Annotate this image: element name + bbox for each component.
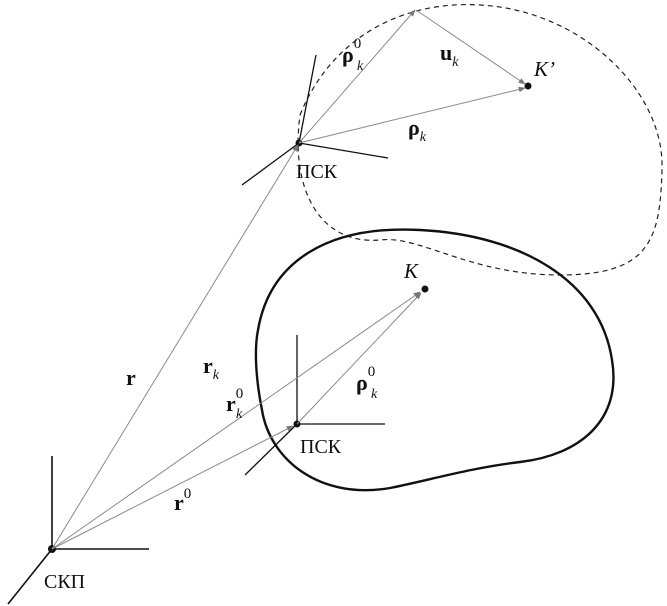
label-vector-u-k-sub: k (452, 55, 459, 70)
label-local-frame-displaced: ПСК (296, 161, 338, 183)
label-local-frame-initial: ПСК (300, 436, 342, 458)
label-vector-r-k0: r0 k (226, 386, 243, 422)
label-point-k: К (403, 259, 419, 283)
label-vector-rho-k0-upper-base: ρ (342, 42, 354, 67)
vector-r0 (51, 425, 294, 550)
label-vector-rho-k0-upper-sub: k (357, 59, 364, 74)
vector-u-k (415, 9, 526, 85)
label-vector-rho-k0-upper: ρ0 k (342, 36, 364, 74)
label-vector-rho-k: ρk (408, 115, 427, 145)
point-k (421, 285, 429, 293)
label-origin: СКП (44, 571, 85, 593)
vector-r-k (51, 291, 421, 550)
label-vector-r0-sup: 0 (184, 486, 192, 502)
vector-rho-k (298, 86, 526, 144)
label-vector-r-k: rk (203, 353, 220, 383)
label-vector-r0-base: r (174, 490, 184, 515)
displaced-frame-axis-3 (241, 142, 300, 186)
label-vector-r-k0-sub: k (236, 407, 243, 422)
label-vector-rho-k0-lower-sup: 0 (368, 364, 376, 380)
label-point-k-prime: К’ (533, 57, 555, 81)
label-vector-u-k: uk (440, 40, 459, 70)
displaced-frame-axis-2 (298, 142, 389, 159)
label-vector-rho-k0-lower-base: ρ (356, 370, 368, 395)
local-frame-axis-diagonal (244, 423, 298, 476)
vector-rho-k0-upper (298, 9, 416, 144)
label-vector-u-k-base: u (440, 40, 452, 65)
label-vector-rho-k-base: ρ (408, 115, 420, 140)
label-vector-rho-k0-lower: ρ0 k (356, 364, 378, 402)
deformed-body-outline (297, 3, 663, 276)
initial-body-outline (254, 228, 615, 492)
vector-r (51, 144, 299, 550)
label-vector-r-k0-base: r (226, 391, 236, 416)
label-vector-r0: r0 (174, 486, 191, 515)
label-vector-r-base: r (126, 365, 136, 390)
label-vector-rho-k-sub: k (420, 130, 427, 145)
label-vector-r-k-base: r (203, 353, 213, 378)
origin-axis-diagonal (7, 548, 53, 605)
point-k-prime (524, 82, 532, 90)
label-vector-rho-k0-lower-sub: k (371, 387, 378, 402)
label-vector-r-k0-sup: 0 (236, 386, 244, 402)
label-vector-r-k-sub: k (213, 368, 220, 383)
label-vector-rho-k0-upper-sup: 0 (354, 36, 362, 52)
displaced-frame-axis-1 (298, 54, 317, 144)
vector-rho-k0-lower (296, 292, 422, 425)
